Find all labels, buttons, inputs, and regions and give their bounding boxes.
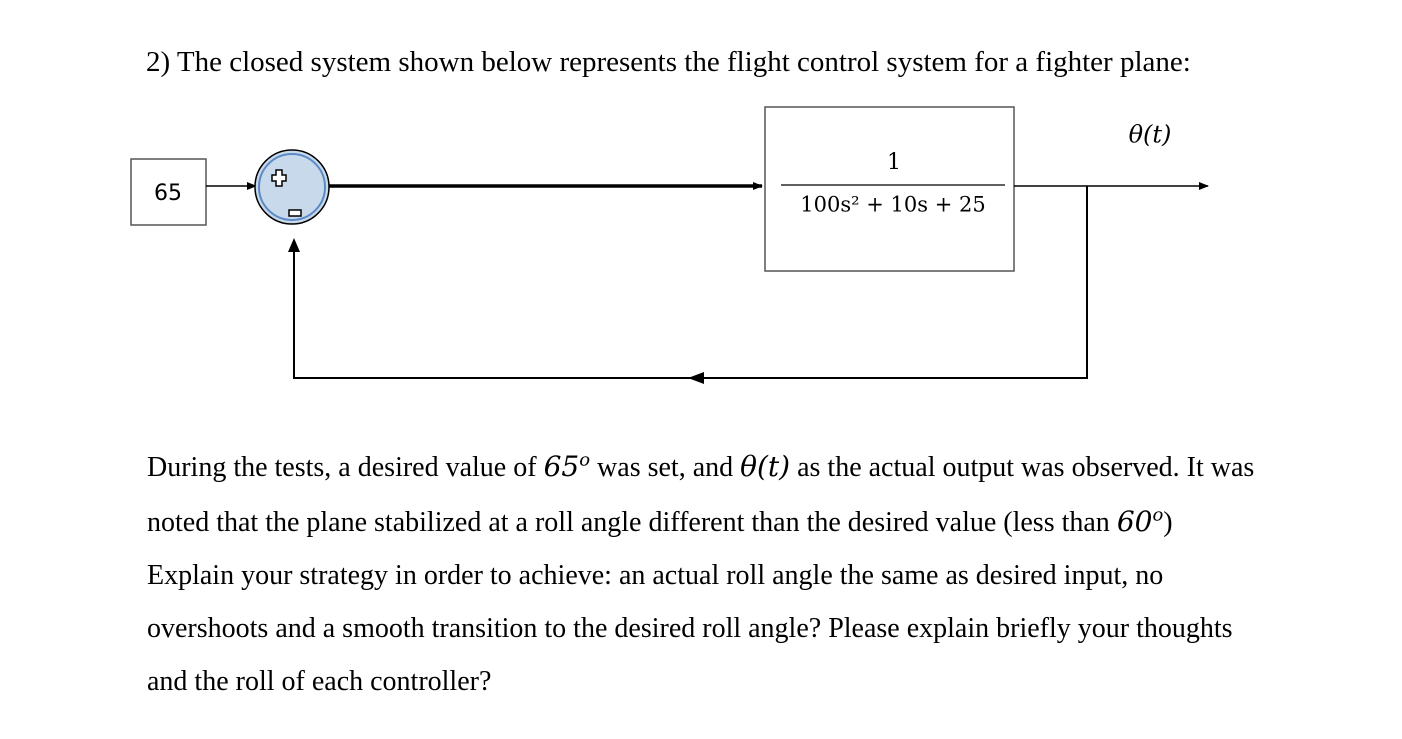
plant-denominator: 100s² + 10s + 25 (800, 193, 985, 217)
plus-sign-icon (271, 169, 287, 187)
output-label: θ(t) (1129, 121, 1172, 149)
line1-text-e: as the actual output was observed. It wa… (790, 452, 1255, 483)
line1-text-a: During the tests, a desired value of (147, 452, 544, 483)
line1-angle-value: 65 (543, 450, 580, 483)
feedback-up-arrow (288, 238, 300, 252)
question-heading: 2) The closed system shown below represe… (146, 46, 1191, 78)
line2-text-a: noted that the plane stabilized at a rol… (147, 507, 1117, 538)
line1-theta: θ(t) (740, 450, 791, 483)
minus-sign-icon (288, 209, 302, 217)
input-value: 65 (154, 181, 182, 206)
plant-box (764, 106, 1015, 272)
line2-degree: o (1152, 504, 1164, 526)
paragraph-line-2: noted that the plane stabilized at a rol… (147, 502, 1173, 543)
line2-text-c: ) (1163, 507, 1173, 538)
line2-angle: 60o (1117, 505, 1163, 538)
paragraph-line-3: Explain your strategy in order to achiev… (147, 560, 1164, 591)
block-diagram: 65 1 100s² + 10s + 25 θ(t) (130, 106, 1209, 384)
line1-text-c: was set, and (590, 452, 741, 483)
summing-junction (254, 149, 330, 225)
paragraph-line-4: overshoots and a smooth transition to th… (147, 613, 1233, 644)
line2-angle-value: 60 (1116, 505, 1153, 538)
feedback-mid-arrow (688, 372, 704, 384)
paragraph-line-1: During the tests, a desired value of 65o… (147, 447, 1254, 488)
line1-degree: o (579, 449, 591, 471)
input-box (130, 158, 207, 226)
paragraph-line-5: and the roll of each controller? (147, 666, 492, 697)
plant-numerator: 1 (887, 150, 901, 175)
line1-angle: 65o (544, 450, 590, 483)
